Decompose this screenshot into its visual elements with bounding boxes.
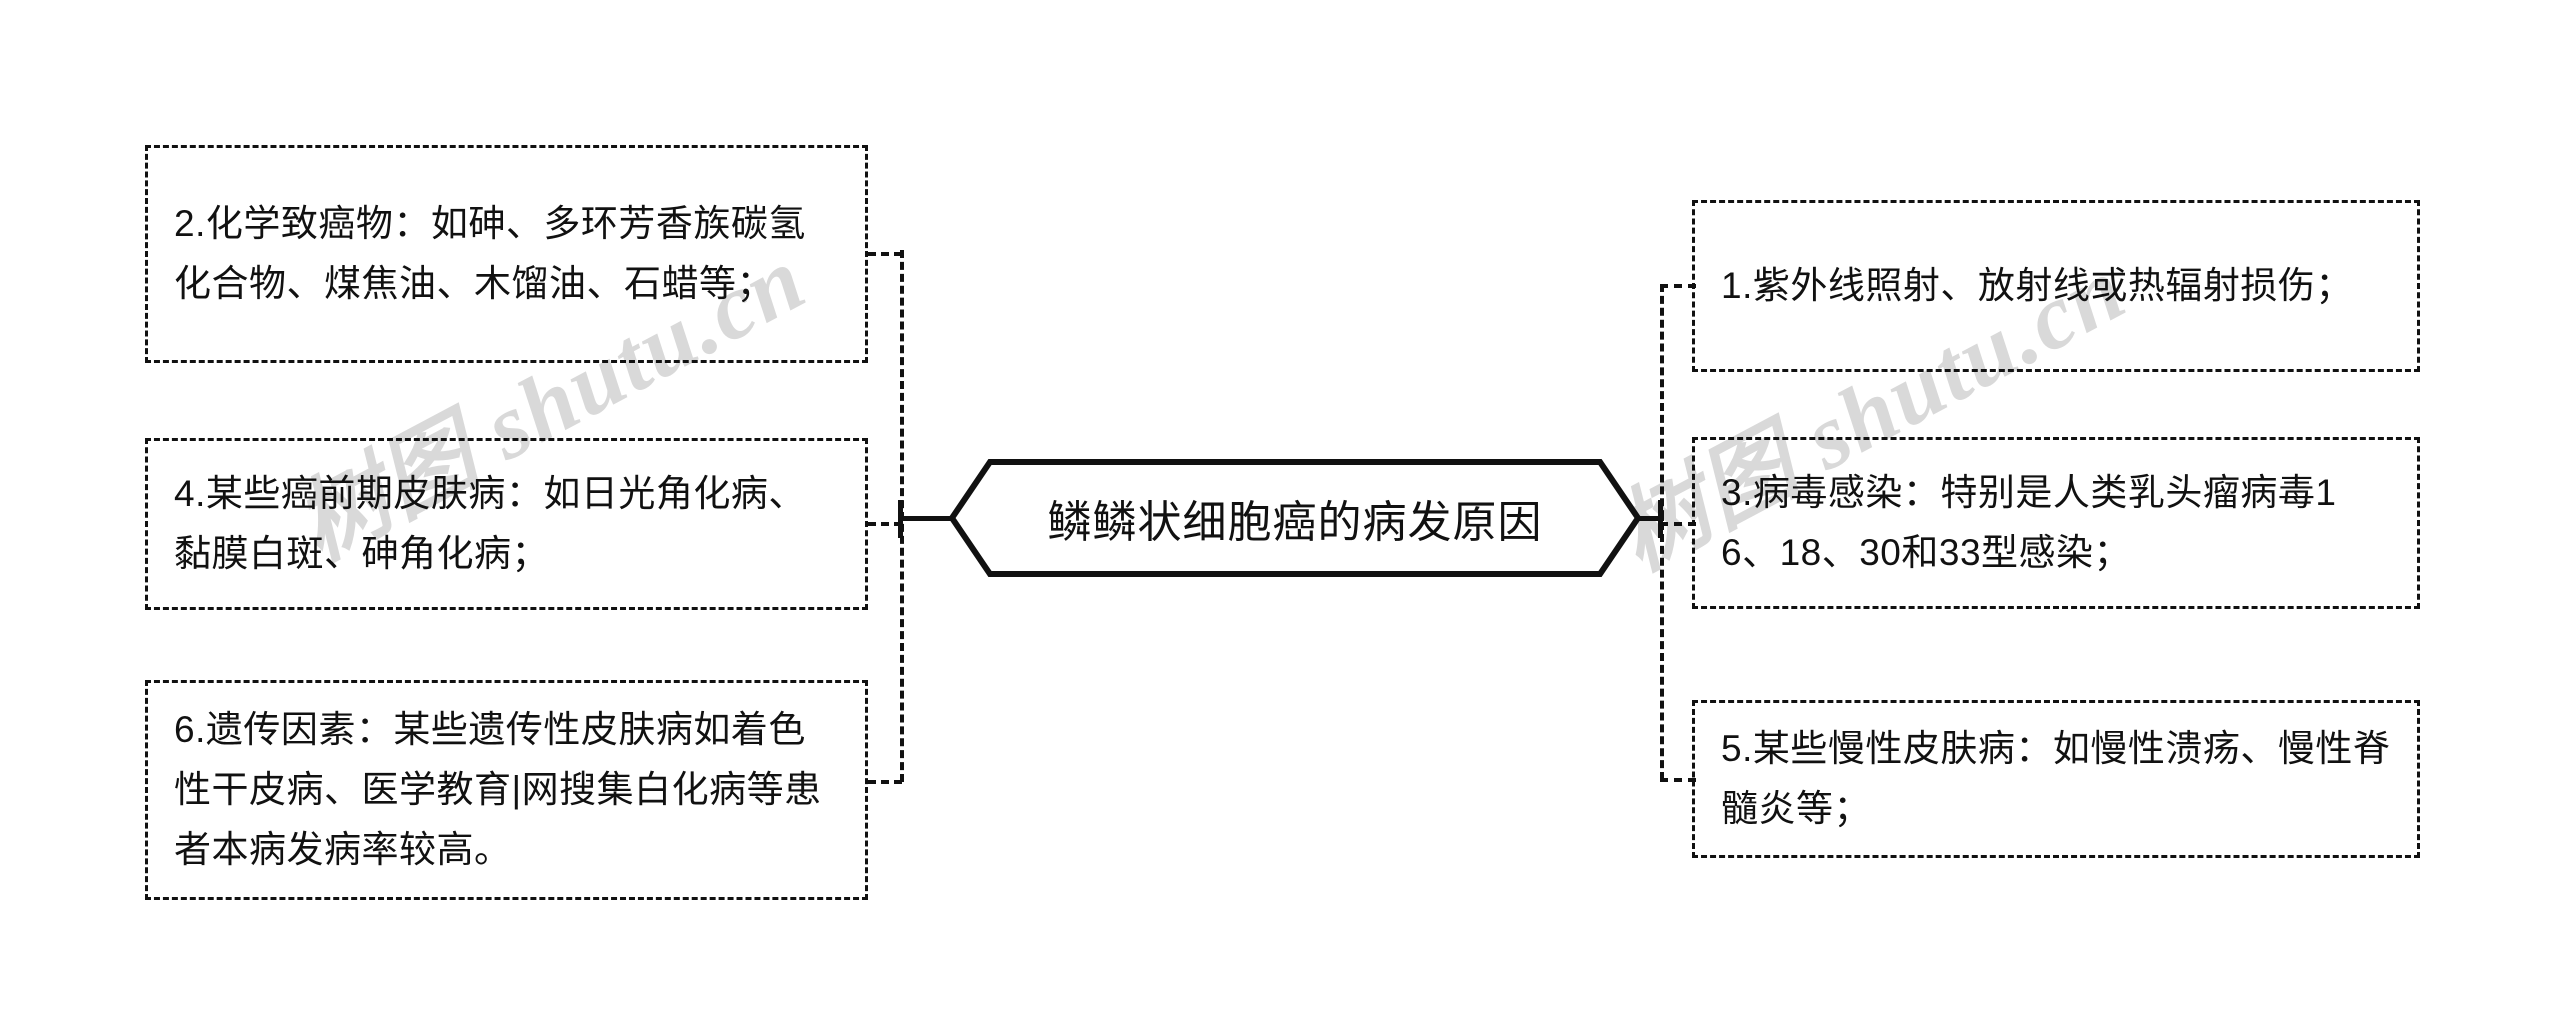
connector-stub-leaf-4	[868, 522, 902, 526]
connector-stub-leaf-2	[868, 252, 902, 256]
leaf-node-5[interactable]: 5.某些慢性皮肤病：如慢性溃疡、慢性脊髓炎等；	[1692, 700, 2420, 858]
connector-stub-leaf-3	[1660, 522, 1696, 526]
central-node-label: 鳞鳞状细胞癌的病发原因	[1047, 498, 1543, 547]
leaf-node-3-label: 3.病毒感染：特别是人类乳头瘤病毒16、18、30和33型感染；	[1721, 472, 2337, 573]
connector-junction-tick-left	[898, 500, 903, 538]
connector-trunk-left	[898, 516, 952, 521]
connector-trunk-right	[1638, 516, 1664, 521]
connector-stub-leaf-1	[1660, 284, 1696, 288]
connector-junction-tick-right	[1658, 500, 1663, 538]
leaf-node-6-label: 6.遗传因素：某些遗传性皮肤病如着色性干皮病、医学教育|网搜集白化病等患者本病发…	[174, 709, 822, 870]
leaf-node-3[interactable]: 3.病毒感染：特别是人类乳头瘤病毒16、18、30和33型感染；	[1692, 437, 2420, 609]
central-node[interactable]: 鳞鳞状细胞癌的病发原因	[948, 458, 1642, 578]
leaf-node-1[interactable]: 1.紫外线照射、放射线或热辐射损伤；	[1692, 200, 2420, 372]
connector-stub-leaf-6	[868, 780, 902, 784]
leaf-node-5-label: 5.某些慢性皮肤病：如慢性溃疡、慢性脊髓炎等；	[1721, 728, 2391, 829]
leaf-node-2-label: 2.化学致癌物：如砷、多环芳香族碳氢化合物、煤焦油、木馏油、石蜡等；	[174, 203, 806, 304]
leaf-node-2[interactable]: 2.化学致癌物：如砷、多环芳香族碳氢化合物、煤焦油、木馏油、石蜡等；	[145, 145, 868, 363]
leaf-node-1-label: 1.紫外线照射、放射线或热辐射损伤；	[1721, 265, 2353, 307]
leaf-node-4-label: 4.某些癌前期皮肤病：如日光角化病、黏膜白斑、砷角化病；	[174, 473, 806, 574]
connector-stub-leaf-5	[1660, 778, 1696, 782]
hexagon-shape	[948, 459, 1642, 577]
leaf-node-4[interactable]: 4.某些癌前期皮肤病：如日光角化病、黏膜白斑、砷角化病；	[145, 438, 868, 610]
leaf-node-6[interactable]: 6.遗传因素：某些遗传性皮肤病如着色性干皮病、医学教育|网搜集白化病等患者本病发…	[145, 680, 868, 900]
